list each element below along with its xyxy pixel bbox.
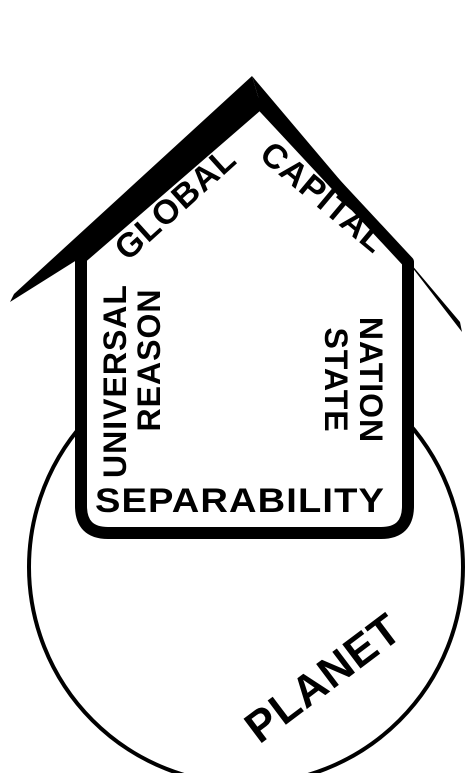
label-nation: NATION: [353, 317, 389, 443]
label-separability: SEPARABILITY: [95, 482, 385, 520]
label-reason: REASON: [131, 289, 167, 432]
label-state: STATE: [318, 327, 354, 432]
label-universal: UNIVERSAL: [97, 284, 133, 478]
label-planet: PLANET: [236, 604, 411, 753]
